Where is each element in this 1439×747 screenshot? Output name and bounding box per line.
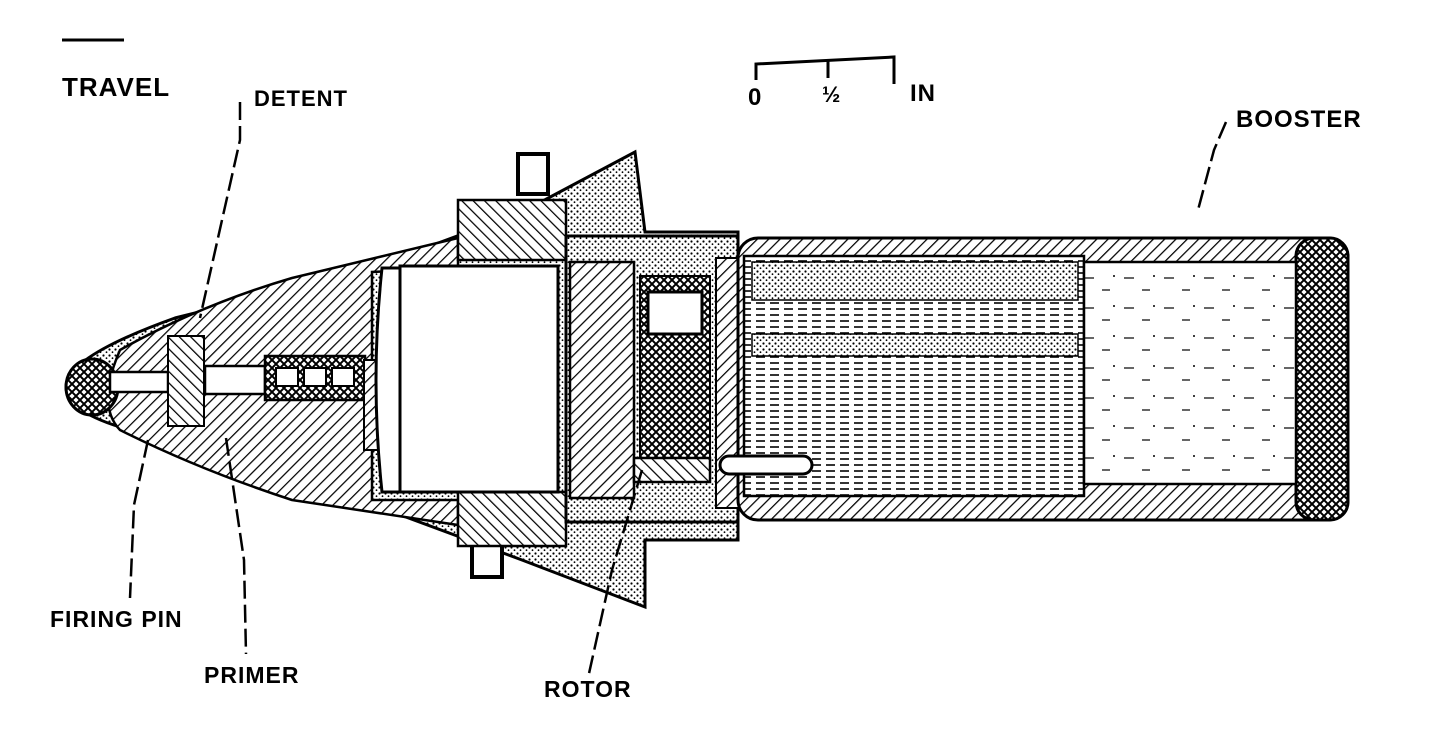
label-firing-pin: FIRING PIN: [50, 606, 183, 632]
leader-lines: [128, 102, 1228, 679]
scale-label-unit: IN: [910, 80, 936, 107]
lower-flange: [456, 490, 568, 548]
booster-body: [718, 236, 1350, 522]
label-booster: BOOSTER: [1236, 106, 1362, 133]
scale-label-mid: ½: [822, 82, 842, 107]
label-detent: DETENT: [254, 86, 348, 111]
top-set-screw: [516, 152, 550, 196]
bottom-set-screw: [470, 543, 504, 579]
label-travel: TRAVEL: [62, 72, 171, 102]
rotor-assembly: [564, 234, 741, 524]
cavity-chamber: [398, 264, 560, 494]
firing-train: [108, 335, 385, 451]
scale-label-zero: 0: [748, 84, 763, 111]
label-primer: PRIMER: [204, 662, 300, 688]
label-rotor: ROTOR: [544, 676, 632, 702]
upper-flange: [456, 198, 568, 262]
scale-bar: [754, 55, 896, 84]
